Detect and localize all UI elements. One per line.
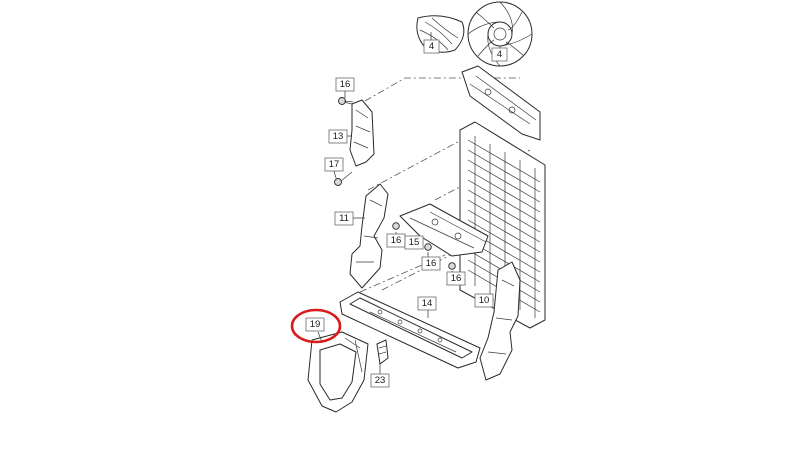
highlight-circle: [290, 308, 342, 344]
bolt-top: [338, 97, 354, 105]
label-fan-left: 4: [423, 39, 440, 54]
bolt-c: [448, 262, 456, 270]
svg-text:17: 17: [329, 159, 340, 170]
svg-text:4: 4: [497, 49, 502, 60]
clip: [376, 339, 389, 365]
side-bracket-left: [349, 183, 389, 289]
svg-text:16: 16: [340, 79, 351, 90]
svg-text:11: 11: [339, 213, 349, 224]
label-bracket-right: 10: [474, 293, 494, 308]
lower-air-guide: [339, 291, 481, 369]
upper-cross-member: [461, 65, 541, 141]
svg-text:14: 14: [422, 298, 433, 309]
side-shroud-upper: [338, 99, 375, 167]
svg-text:4: 4: [429, 41, 434, 52]
bolt-a: [392, 222, 400, 230]
label-bracket-left: 11: [334, 211, 354, 226]
label-fan-right: 4: [491, 47, 508, 62]
bolt-b: [424, 243, 432, 251]
label-bolt-top: 16: [335, 77, 355, 92]
label-bolt-c: 16: [446, 271, 466, 286]
label-bolt-b: 16: [421, 256, 441, 271]
label-shroud-upper: 13: [328, 129, 348, 144]
radiator: [459, 121, 546, 329]
air-duct: [307, 331, 369, 413]
label-duct-highlighted: 19: [305, 317, 325, 332]
svg-text:10: 10: [479, 295, 490, 306]
svg-text:23: 23: [375, 375, 386, 386]
svg-text:16: 16: [426, 258, 437, 269]
svg-text:16: 16: [451, 273, 462, 284]
fan-right: [467, 1, 533, 67]
label-clip: 23: [370, 373, 390, 388]
label-bolt-a: 16: [386, 233, 406, 248]
svg-text:16: 16: [391, 235, 402, 246]
svg-text:19: 19: [310, 319, 321, 330]
bolt-mid: [334, 171, 353, 186]
side-bracket-right: [479, 261, 521, 381]
label-air-guide-lower: 14: [417, 296, 437, 311]
label-bracket-center: 15: [404, 235, 424, 250]
label-bolt-mid: 17: [324, 157, 344, 172]
svg-text:15: 15: [409, 237, 420, 248]
svg-text:13: 13: [333, 131, 344, 142]
